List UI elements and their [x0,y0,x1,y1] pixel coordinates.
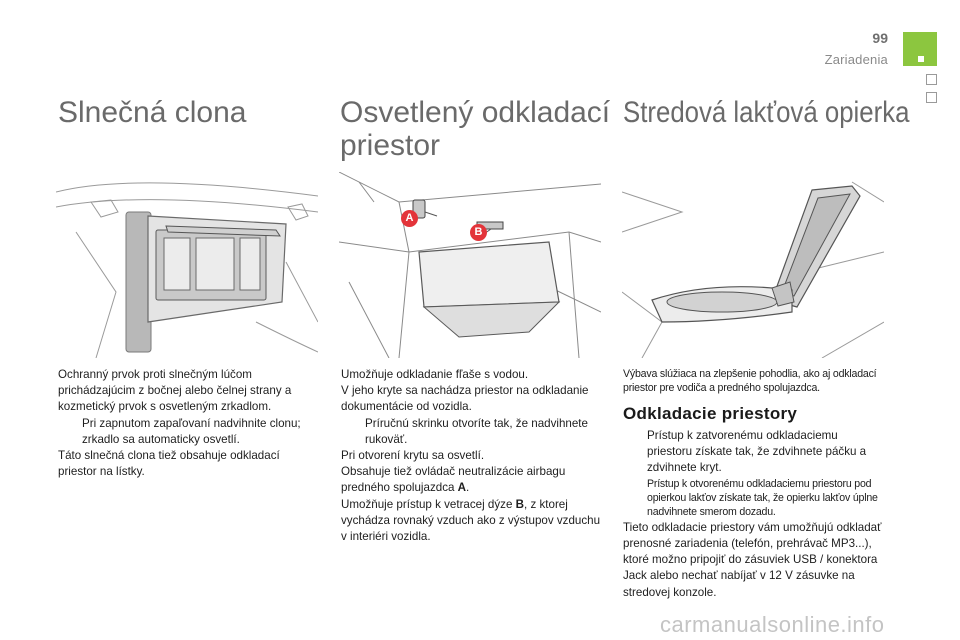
armrest-bullet-1-text: Prístup k zatvorenému odkladaciemu pries… [647,429,867,475]
glovebox-bullet: Príručnú skrinku otvoríte tak, že nadvih… [341,416,603,448]
glovebox-p2-ref: A [457,481,467,495]
armrest-title: Stredová lakťová opierka [623,96,910,129]
sun-visor-text: Ochranný prvok proti slnečným lúčom pric… [58,367,320,480]
glovebox-p3-ref: B [515,497,525,511]
glovebox-text: Umožňuje odkladanie fľaše s vodou. V jeh… [341,367,603,545]
armrest-intro: Výbava slúžiaca na zlepšenie pohodlia, a… [623,368,877,395]
page-number: 99 [872,30,888,46]
chapter-tab-outline-1 [926,74,937,85]
sun-visor-bullet-text: Pri zapnutom zapaľovaní nadvihnite clonu… [82,416,301,446]
glovebox-title-line1: Osvetlený odkladací [340,96,611,129]
chapter-tab-icon [903,32,937,66]
sun-visor-title: Slnečná clona [58,96,247,129]
marker-b-label: B [474,226,483,238]
sun-visor-bullet: Pri zapnutom zapaľovaní nadvihnite clonu… [58,416,320,448]
glovebox-p2-text: Obsahuje tiež ovládač neutralizácie airb… [341,465,566,495]
glovebox-title-line2: priestor [340,129,441,162]
marker-b-icon: B [470,224,487,241]
armrest-text: Výbava slúžiaca na zlepšenie pohodlia, a… [623,367,885,601]
glovebox-intro2: V jeho kryte sa nachádza priestor na odk… [341,384,589,414]
glovebox-intro: Umožňuje odkladanie fľaše s vodou. [341,368,529,381]
armrest-bullet-2: Prístup k otvorenému odkladaciemu priest… [623,477,885,520]
chapter-tab-outline-2 [926,92,937,103]
glovebox-bullet-text: Príručnú skrinku otvoríte tak, že nadvih… [365,416,588,446]
sun-visor-illustration [56,172,318,358]
glovebox-p3-text: Umožňuje prístup k vetracej dýze [341,497,516,511]
glovebox-p1: Pri otvorení krytu sa osvetlí. [341,449,485,463]
armrest-bullet-2-text: Prístup k otvorenému odkladaciemu priest… [647,477,878,519]
sun-visor-outro: Táto slnečná clona tiež obsahuje odklada… [58,449,280,479]
watermark: carmanualsonline.info [660,612,885,637]
marker-a-icon: A [401,210,418,227]
armrest-outro: Tieto odkladacie priestory vám umožňujú … [623,520,882,599]
glovebox-p3: Umožňuje prístup k vetracej dýze B, z kt… [341,497,603,546]
armrest-illustration [622,172,884,358]
marker-a-label: A [405,212,414,224]
glovebox-p2: Obsahuje tiež ovládač neutralizácie airb… [341,464,603,496]
glovebox-p2-end: . [466,481,470,495]
glovebox-p3-end: , z ktorej vychádza rovnaký vzduch ako z… [341,497,601,544]
chapter-title: Zariadenia [824,52,888,67]
glovebox-illustration [339,172,601,358]
sun-visor-intro: Ochranný prvok proti slnečným lúčom pric… [58,368,292,414]
armrest-subheading: Odkladacie priestory [623,403,798,423]
armrest-bullet-1: Prístup k zatvorenému odkladaciemu pries… [623,428,885,477]
glovebox-title: Osvetlený odkladací priestor [340,96,610,162]
